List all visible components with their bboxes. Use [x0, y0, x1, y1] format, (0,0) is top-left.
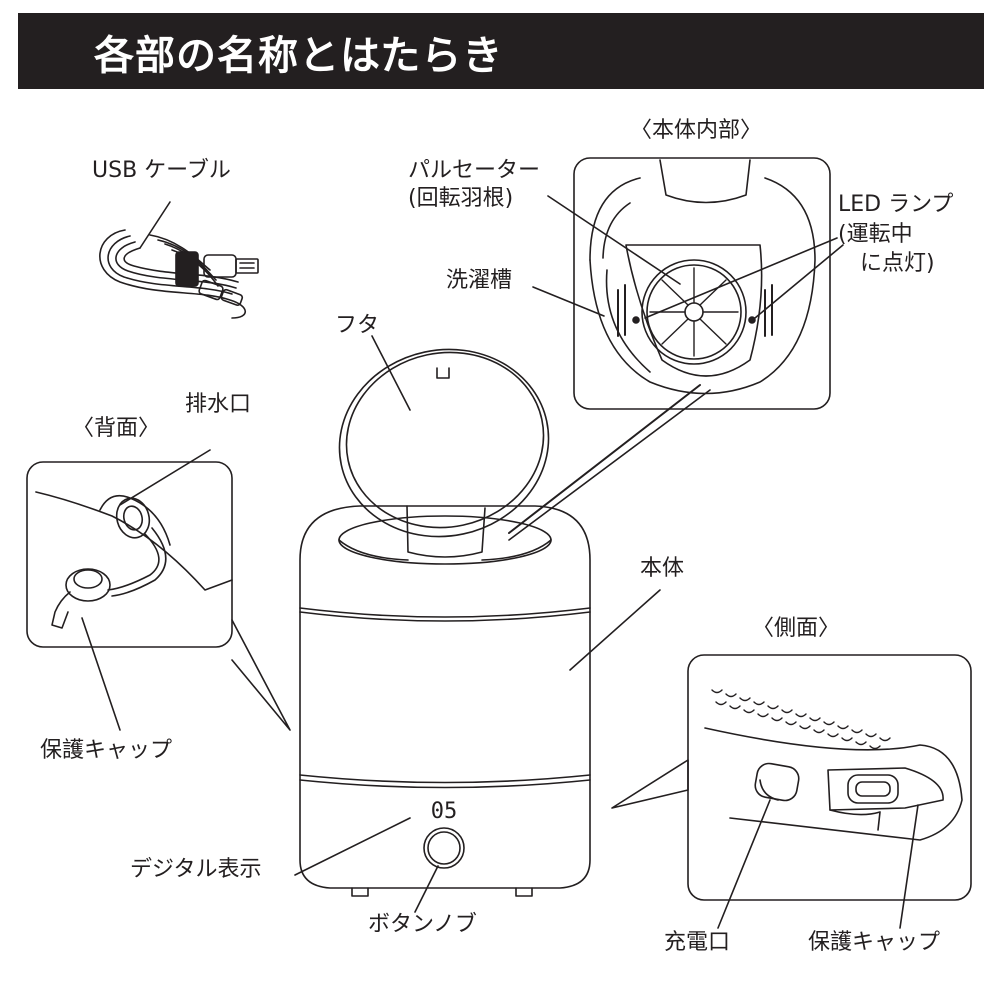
- label-lid: フタ: [335, 313, 380, 338]
- inner-view-illustration: [532, 157, 844, 410]
- label-wash-tub: 洗濯槽: [446, 268, 513, 293]
- label-side-view: 〈側面〉: [752, 616, 841, 641]
- label-pulsator: パルセーター: [408, 158, 541, 183]
- usb-cable-illustration: [99, 201, 259, 319]
- main-unit-illustration: [294, 335, 711, 913]
- label-usb-cable: USB ケーブル: [92, 158, 231, 183]
- label-digital-display: デジタル表示: [130, 857, 262, 882]
- label-led-sub2: に点灯): [860, 251, 935, 276]
- label-charge-port: 充電口: [664, 930, 731, 955]
- label-protect-cap-back: 保護キャップ: [40, 738, 173, 763]
- back-view-illustration: [26, 449, 291, 731]
- digital-display-readout: 05: [431, 799, 458, 824]
- title-bar: 各部の名称とはたらき: [18, 13, 984, 89]
- label-protect-cap-side: 保護キャップ: [808, 930, 941, 955]
- page-title: 各部の名称とはたらき: [94, 33, 504, 79]
- label-pulsator-sub: (回転羽根): [408, 186, 514, 211]
- label-drain: 排水口: [185, 392, 252, 417]
- label-led-lamp: LED ランプ: [838, 192, 954, 217]
- label-back-view: 〈背面〉: [72, 416, 161, 441]
- side-view-illustration: [611, 654, 972, 929]
- label-knob: ボタンノブ: [368, 912, 477, 937]
- label-body: 本体: [640, 556, 685, 581]
- label-inner-view: 〈本体内部〉: [630, 118, 763, 143]
- label-led-sub1: (運転中: [838, 222, 913, 247]
